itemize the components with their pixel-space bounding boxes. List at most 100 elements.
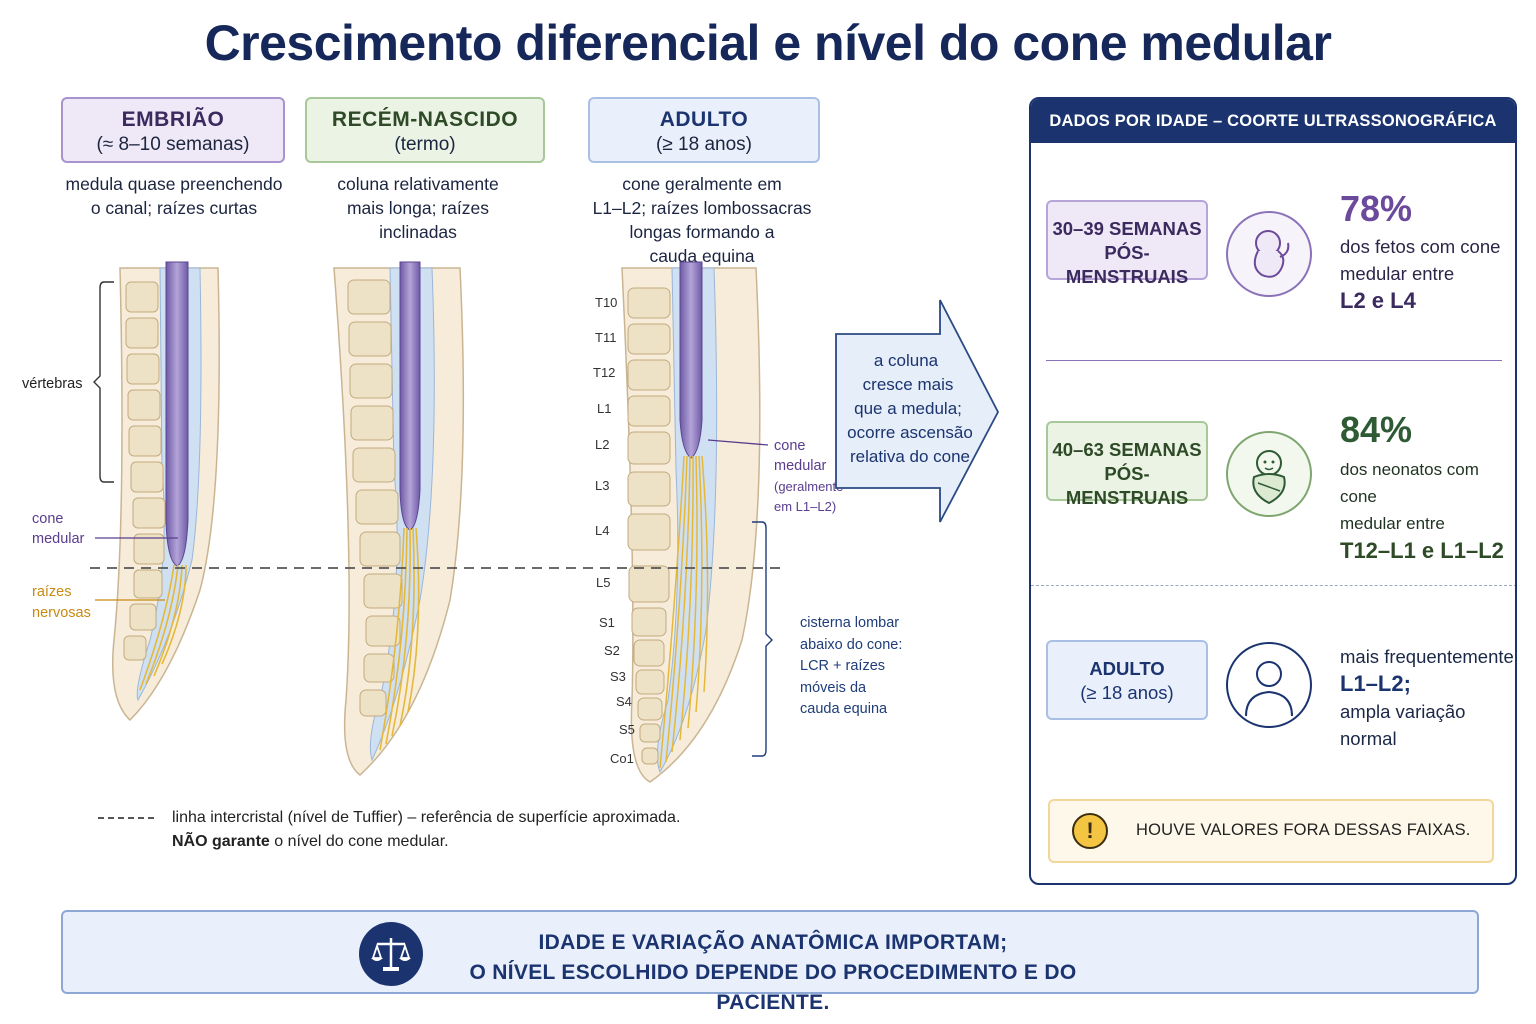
- desc-line: cauda equina: [649, 246, 755, 266]
- adult-vertebrae: [627, 287, 671, 765]
- age-line: PÓS-MENSTRUAIS: [1065, 463, 1189, 508]
- level-label: T12: [593, 365, 615, 380]
- level-label: T11: [595, 330, 616, 345]
- level-label: L2: [595, 437, 609, 452]
- warning-icon: !: [1072, 813, 1108, 849]
- range-fetus: L2 e L4: [1340, 288, 1416, 313]
- newborn-roots: [379, 527, 420, 751]
- arrow-text-line: que a medula;: [854, 399, 962, 418]
- level-label: L3: [595, 478, 609, 493]
- spine-diagram: T10 T11 T12 L1 L2 L3 L4 L5 S1 S2 S3 S4 S…: [22, 261, 1000, 783]
- age-line: 30–39 SEMANAS: [1052, 218, 1202, 239]
- stage-adult-sub: (≥ 18 anos): [656, 134, 752, 155]
- legend-line1-row: linha intercristal (nível de Tuffier) – …: [98, 806, 680, 830]
- adult-cord: [679, 261, 703, 459]
- embryo-spine: [111, 261, 220, 722]
- level-label: S2: [604, 643, 620, 658]
- stat-line: dos neonatos com cone: [1340, 460, 1479, 506]
- newborn-spine: [333, 261, 465, 776]
- vertebrae-bracket: [93, 281, 114, 483]
- divider-dashed: [1031, 585, 1515, 586]
- stat-fetus: dos fetos com cone medular entre L2 e L4: [1340, 233, 1500, 315]
- cisterna-bracket: [752, 521, 773, 757]
- adult-roots: [659, 455, 709, 769]
- adult-spine: T10 T11 T12 L1 L2 L3 L4 L5 S1 S2 S3 S4 S…: [593, 261, 761, 783]
- adult-cone-line: cone: [774, 438, 805, 454]
- adult-cone-line: em L1–L2): [774, 499, 836, 514]
- adult-level-labels: T10 T11 T12 L1 L2 L3 L4 L5 S1 S2 S3 S4 S…: [593, 295, 635, 766]
- age-line: ADULTO: [1089, 658, 1165, 679]
- age-line: 40–63 SEMANAS: [1052, 439, 1202, 460]
- level-label: T10: [595, 295, 617, 310]
- vertebrae-label: vértebras: [22, 376, 82, 392]
- arrow-text-line: a coluna: [874, 351, 939, 370]
- age-box-neonate: 40–63 SEMANAS PÓS-MENSTRUAIS: [1046, 421, 1208, 508]
- fetus-icon: [1226, 211, 1312, 297]
- legend-line1: linha intercristal (nível de Tuffier) – …: [172, 809, 681, 826]
- desc-line: coluna relativamente: [337, 174, 499, 194]
- stat-line: medular entre: [1340, 514, 1445, 533]
- arrow-text: a coluna cresce mais que a medula; ocorr…: [847, 351, 973, 466]
- level-label: Co1: [610, 751, 634, 766]
- stage-newborn-box: RECÉM-NASCIDO (termo): [305, 97, 545, 163]
- embryo-roots: [139, 564, 187, 691]
- stage-embryo-box: EMBRIÃO (≈ 8–10 semanas): [61, 97, 285, 163]
- desc-line: mais longa; raízes: [346, 198, 489, 218]
- newborn-vertebrae: [347, 279, 403, 717]
- pct-fetus: 78%: [1340, 188, 1413, 229]
- panel-header: DADOS POR IDADE – COORTE ULTRASSONOGRÁFI…: [1031, 99, 1515, 174]
- stat-line: dos fetos com cone: [1340, 236, 1501, 257]
- footer-text: IDADE E VARIAÇÃO ANATÔMICA IMPORTAM; O N…: [423, 928, 1123, 1018]
- pct-neonate: 84%: [1340, 409, 1413, 450]
- desc-line: medula quase preenchendo: [65, 174, 283, 194]
- arrow-text-line: cresce mais: [863, 375, 954, 394]
- stat-adult: mais frequentemente L1–L2; ampla variaçã…: [1340, 643, 1514, 752]
- newborn-cord: [399, 261, 421, 531]
- footer-banner: IDADE E VARIAÇÃO ANATÔMICA IMPORTAM; O N…: [61, 910, 1479, 1014]
- level-label: S1: [599, 615, 615, 630]
- range-neonate: T12–L1 e L1–L2: [1340, 538, 1504, 563]
- stage-adult-box: ADULTO (≥ 18 anos): [588, 97, 820, 163]
- level-label: L4: [595, 523, 609, 538]
- level-label: L1: [597, 401, 611, 416]
- stage-newborn-sub: (termo): [394, 134, 456, 155]
- arrow-text-line: ocorre ascensão: [847, 423, 973, 442]
- growth-arrow: [835, 299, 1000, 523]
- age-box-adult: ADULTO (≥ 18 anos): [1046, 640, 1208, 720]
- stage-embryo-sub: (≈ 8–10 semanas): [96, 134, 250, 155]
- stat-neonate: dos neonatos com cone medular entre T12–…: [1340, 456, 1515, 566]
- stage-adult-name: ADULTO: [659, 108, 749, 131]
- adult-cone-line: (geralmente: [774, 479, 843, 494]
- legend-line2-row: NÃO garante o nível do cone medular.: [98, 830, 680, 854]
- warning-text: HOUVE VALORES FORA DESSAS FAIXAS.: [1136, 821, 1471, 839]
- range-adult: L1–L2;: [1340, 671, 1411, 696]
- cisterna-line: cauda equina: [800, 701, 888, 717]
- page-title: Crescimento diferencial e nível do cone …: [204, 15, 1332, 71]
- roots-label-line1: raízes: [32, 584, 72, 600]
- level-label: S5: [619, 722, 635, 737]
- desc-line: inclinadas: [379, 222, 457, 242]
- age-box-fetus: 30–39 SEMANAS PÓS-MENSTRUAIS: [1046, 200, 1208, 287]
- desc-line: longas formando a: [629, 222, 775, 242]
- stage-newborn-desc: coluna relativamente mais longa; raízes …: [300, 172, 536, 244]
- cisterna-line: abaixo do cone:: [800, 637, 902, 653]
- embryo-vertebrae: [123, 281, 166, 661]
- baby-icon: [1226, 431, 1312, 517]
- footer-line1: IDADE E VARIAÇÃO ANATÔMICA IMPORTAM;: [538, 931, 1008, 954]
- stat-line: medular entre: [1340, 263, 1455, 284]
- arrow-text-line: relativa do cone: [850, 447, 970, 466]
- legend: linha intercristal (nível de Tuffier) – …: [98, 806, 680, 854]
- cone-label-line2: medular: [32, 531, 85, 547]
- stage-embryo-name: EMBRIÃO: [121, 108, 225, 131]
- stat-pre: mais frequentemente: [1340, 646, 1514, 667]
- cisterna-line: cisterna lombar: [800, 615, 899, 631]
- stage-newborn-name: RECÉM-NASCIDO: [331, 108, 519, 131]
- adult-cone-pointer: [707, 439, 769, 446]
- adult-cone-line: medular: [774, 458, 827, 474]
- stat-line: normal: [1340, 728, 1397, 749]
- cisterna-line: móveis da: [800, 680, 867, 696]
- level-label: L5: [596, 575, 610, 590]
- age-line: (≥ 18 anos): [1080, 682, 1174, 703]
- stat-line: ampla variação: [1340, 701, 1466, 722]
- embryo-cord: [165, 261, 189, 567]
